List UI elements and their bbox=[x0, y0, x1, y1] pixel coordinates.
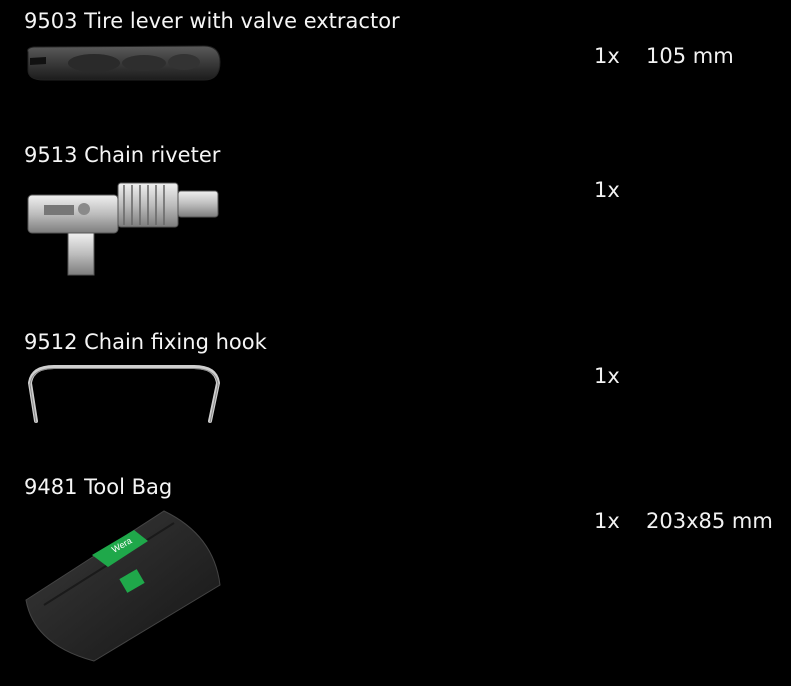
item-title: 9481 Tool Bag bbox=[24, 475, 173, 499]
list-item-chain-hook: 9512 Chain fixing hook 1x bbox=[0, 320, 791, 440]
tire-lever-icon bbox=[24, 40, 224, 92]
chain-riveter-icon bbox=[24, 175, 224, 280]
item-title: 9513 Chain riveter bbox=[24, 143, 221, 167]
tool-bag-icon: Wera bbox=[24, 505, 224, 665]
quantity: 1x bbox=[594, 178, 620, 202]
item-title: 9503 Tire lever with valve extractor bbox=[24, 9, 400, 33]
quantity: 1x bbox=[594, 44, 620, 68]
item-title: 9512 Chain fixing hook bbox=[24, 330, 267, 354]
size: 105 mm bbox=[646, 44, 734, 68]
list-item-tool-bag: 9481 Tool Bag Wera 1x 203x85 mm bbox=[0, 465, 791, 686]
quantity: 1x bbox=[594, 364, 620, 388]
quantity: 1x bbox=[594, 509, 620, 533]
chain-hook-icon bbox=[24, 365, 224, 427]
size: 203x85 mm bbox=[646, 509, 773, 533]
list-item-chain-riveter: 9513 Chain riveter bbox=[0, 135, 791, 310]
list-item-tire-lever: 9503 Tire lever with valve extractor 1x … bbox=[0, 0, 791, 120]
